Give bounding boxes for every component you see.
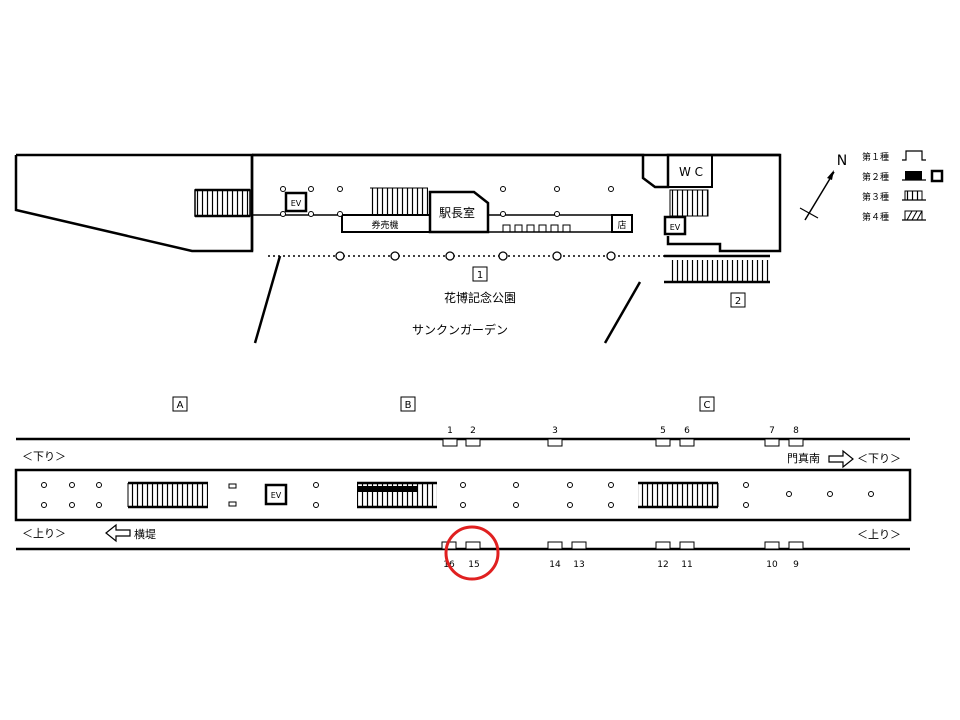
down-right-label: ＜下り＞ <box>857 452 901 465</box>
door-number: 1 <box>447 426 453 436</box>
platform-stairs-1 <box>128 483 208 507</box>
platform-pillars <box>41 482 874 508</box>
legend-type-3: 第３種 <box>862 191 889 203</box>
concourse-floor: W C EV 券売機 駅長室 店 <box>14 153 782 344</box>
elevator-concourse-left <box>284 191 308 213</box>
left-arrow-icon <box>105 523 131 543</box>
bottom-door-markers <box>441 541 804 550</box>
concourse-pillars <box>280 186 614 217</box>
ticket-machine-label: 券売機 <box>371 219 398 231</box>
ev-label: EV <box>670 223 681 232</box>
shop <box>611 214 633 233</box>
wc-label: W C <box>679 165 703 179</box>
door-number: 5 <box>660 426 666 436</box>
door-number: 6 <box>684 426 690 436</box>
section-b-label: B <box>405 400 412 411</box>
door-number: 7 <box>769 426 775 436</box>
garden-name: サンクンガーデン <box>412 322 508 337</box>
station-office-label: 駅長室 <box>439 205 475 220</box>
bench-icon <box>228 483 237 489</box>
shop-label: 店 <box>617 219 626 231</box>
door-number: 3 <box>552 426 558 436</box>
concourse-stairs-center <box>370 188 428 214</box>
concourse-stairs-left <box>194 189 251 217</box>
type-2-square-icon <box>930 169 944 183</box>
type-2-icon <box>905 171 922 180</box>
concourse-boundary-pillars <box>335 251 616 261</box>
garden-wall-right <box>603 281 642 344</box>
concourse-stairs-right-upper <box>669 189 709 217</box>
bench-icon <box>228 501 237 507</box>
top-door-numbers: 1 2 3 5 6 7 8 <box>447 426 799 436</box>
section-a-label: A <box>177 400 184 411</box>
exit-2-stairs <box>670 260 770 282</box>
door-number: 11 <box>681 560 692 570</box>
park-name: 花博記念公園 <box>444 290 516 305</box>
door-number: 2 <box>470 426 476 436</box>
highlight-circle <box>444 525 500 581</box>
top-door-markers <box>442 438 804 447</box>
up-right-label: ＜上り＞ <box>857 528 901 541</box>
concourse-outer-wall <box>14 153 254 253</box>
right-arrow-icon <box>828 449 854 469</box>
door-number: 14 <box>549 560 561 570</box>
door-number: 12 <box>657 560 668 570</box>
down-dest-label: 門真南 <box>787 451 820 465</box>
platform: A B C ＜下り＞ 門真南 ＜下り＞ ＜上り＞ 横堤 ＜上り＞ <box>14 396 912 581</box>
up-dest-label: 横堤 <box>134 527 156 541</box>
platform-stairs-3 <box>638 483 718 507</box>
exit-2-label: 2 <box>735 296 741 307</box>
type-4-icon <box>902 210 926 221</box>
north-arrow-icon <box>804 171 835 221</box>
ev-label: EV <box>271 491 282 500</box>
legend-type-1: 第１種 <box>862 151 889 163</box>
elevator-platform <box>264 483 288 506</box>
legend-type-2: 第２種 <box>862 171 889 183</box>
garden-wall-left <box>253 255 282 344</box>
door-number: 13 <box>573 560 584 570</box>
ev-label: EV <box>291 199 302 208</box>
up-left-label: ＜上り＞ <box>22 527 66 540</box>
type-1-icon <box>902 150 926 161</box>
door-number: 9 <box>793 560 799 570</box>
exit-1-label: 1 <box>477 270 483 281</box>
door-number: 15 <box>468 560 479 570</box>
door-number: 8 <box>793 426 799 436</box>
station-office <box>428 190 490 234</box>
down-left-label: ＜下り＞ <box>22 450 66 463</box>
section-c-label: C <box>704 400 711 411</box>
wc-room <box>642 155 713 188</box>
type-3-icon <box>904 190 923 201</box>
legend-type-4: 第４種 <box>862 211 889 223</box>
door-number: 10 <box>766 560 778 570</box>
elevator-concourse-right <box>663 215 687 236</box>
ticket-gates <box>502 224 571 233</box>
legend: N 第１種 第２種 第３種 第４種 <box>799 150 944 223</box>
north-label: N <box>837 153 847 169</box>
